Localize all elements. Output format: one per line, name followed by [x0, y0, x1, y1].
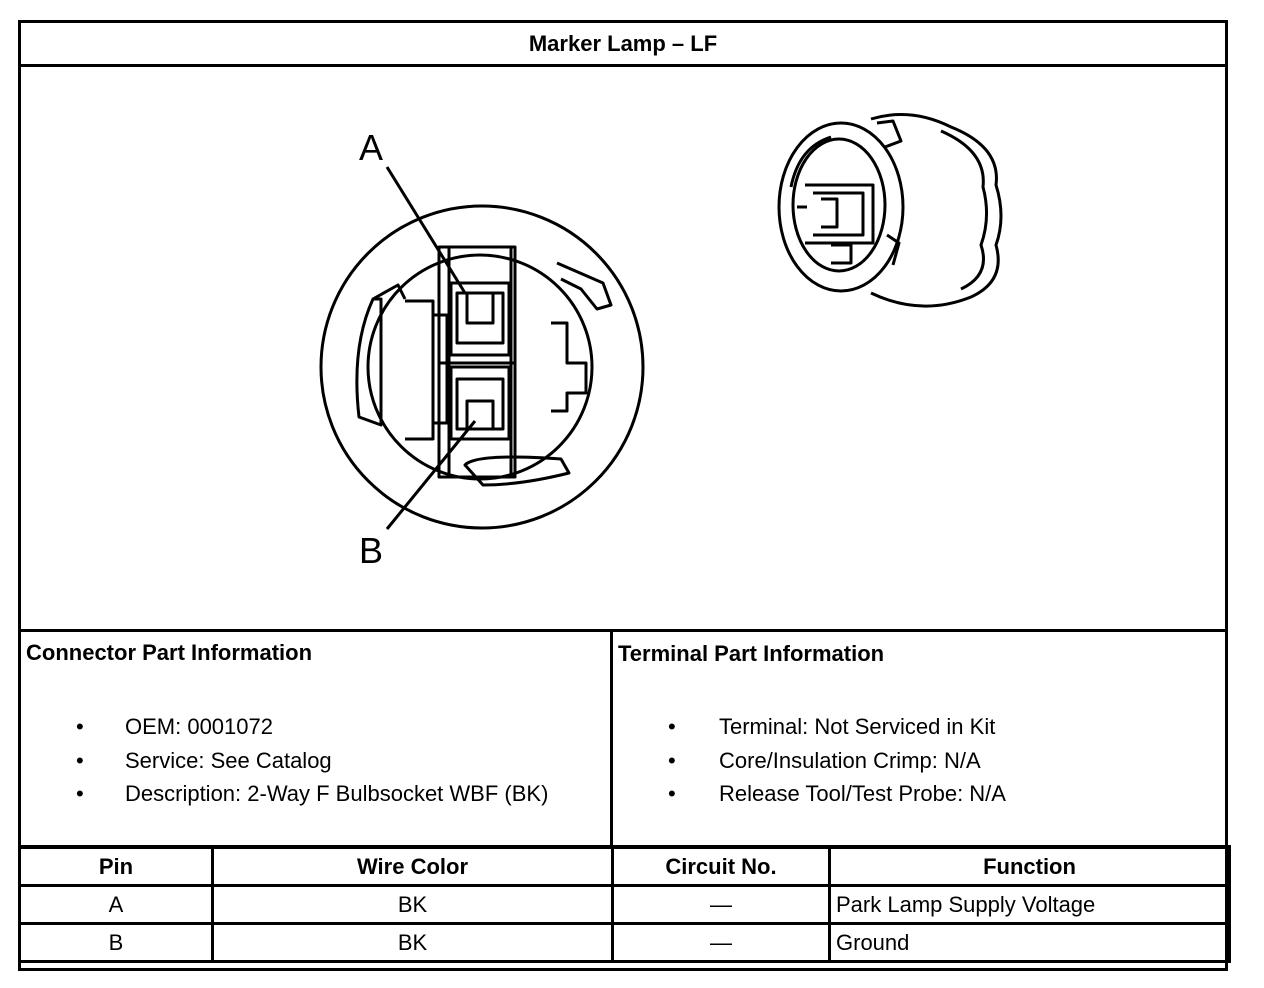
outer-ring — [319, 204, 645, 530]
cell-function: Ground — [828, 922, 1231, 963]
column-header-function: Function — [828, 845, 1231, 887]
cell-wire-color: BK — [211, 922, 614, 963]
leader-line-b — [385, 420, 477, 530]
terminal-info-heading: Terminal Part Information — [618, 641, 885, 666]
table-header-row: Pin Wire Color Circuit No. Function — [18, 845, 1231, 887]
left-key-block — [405, 299, 435, 441]
callout-label-b: B — [359, 530, 383, 571]
terminal-part-info: Terminal Part Information Terminal: Not … — [616, 632, 1225, 848]
connector-sheet: Marker Lamp – LF — [18, 20, 1231, 971]
cell-pin: A — [18, 884, 214, 925]
bottom-latch — [463, 455, 571, 487]
leader-line-a — [385, 166, 467, 294]
top-latch — [556, 261, 613, 311]
cavity-a — [449, 281, 511, 357]
right-key — [551, 321, 588, 413]
pin-table: Pin Wire Color Circuit No. Function A BK… — [18, 845, 1231, 963]
left-latch-tab — [355, 297, 383, 427]
page-title: Marker Lamp – LF — [21, 23, 1225, 67]
connector-info-list: OEM: 0001072 Service: See Catalog Descri… — [21, 710, 548, 811]
cell-wire-color: BK — [211, 884, 614, 925]
list-item: Core/Insulation Crimp: N/A — [616, 744, 1006, 778]
list-item: Release Tool/Test Probe: N/A — [616, 777, 1006, 811]
column-header-circuit-no: Circuit No. — [611, 845, 831, 887]
column-header-pin: Pin — [18, 845, 214, 887]
column-header-wire-color: Wire Color — [211, 845, 614, 887]
cell-circuit-no: — — [611, 922, 831, 963]
cell-circuit-no: — — [611, 884, 831, 925]
connector-part-info: Connector Part Information OEM: 0001072 … — [21, 632, 613, 848]
connector-info-heading: Connector Part Information — [26, 640, 313, 665]
terminal-info-list: Terminal: Not Serviced in Kit Core/Insul… — [616, 710, 1006, 811]
list-item: Service: See Catalog — [21, 744, 548, 778]
connector-figure: A B — [21, 67, 1225, 632]
callout-label-a: A — [359, 127, 383, 168]
connector-perspective-view — [777, 113, 1003, 308]
table-row: A BK — Park Lamp Supply Voltage — [18, 884, 1231, 925]
cavity-b — [449, 365, 511, 441]
list-item: Terminal: Not Serviced in Kit — [616, 710, 1006, 744]
list-item: Description: 2-Way F Bulbsocket WBF (BK) — [21, 777, 548, 811]
cell-pin: B — [18, 922, 214, 963]
cell-function: Park Lamp Supply Voltage — [828, 884, 1231, 925]
inner-ring — [366, 253, 594, 481]
connector-face-diagram: A B — [319, 113, 1003, 571]
table-row: B BK — Ground — [18, 922, 1231, 963]
list-item: OEM: 0001072 — [21, 710, 548, 744]
